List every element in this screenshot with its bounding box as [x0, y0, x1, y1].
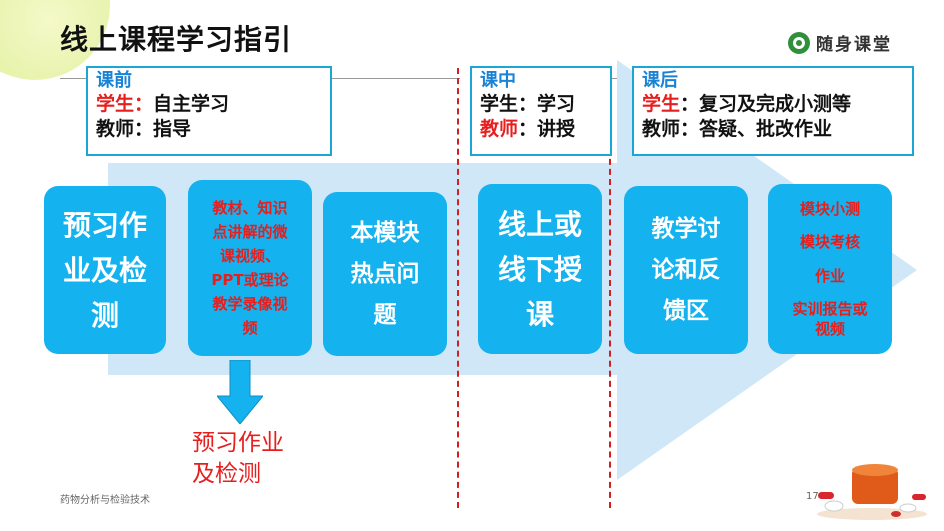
- student-text: 学习: [537, 93, 576, 115]
- assessment-item: 模块小测: [799, 199, 860, 218]
- box-hot-topics: 本模块 热点问 题: [323, 192, 447, 356]
- student-label: 学生：: [96, 93, 154, 115]
- teacher-label: 教师: [480, 118, 519, 140]
- teacher-label: 教师：: [642, 118, 700, 140]
- stage-student-line: 学生：学习: [480, 92, 602, 117]
- stage-after-class: 课后 学生：复习及完成小测等 教师：答疑、批改作业: [632, 66, 914, 156]
- teacher-label: 教师：: [96, 118, 154, 140]
- stage-title: 课前: [96, 70, 132, 91]
- slide-title: 线上课程学习指引: [60, 23, 293, 56]
- down-arrow-icon: [217, 360, 263, 424]
- divider-line-2: [609, 68, 611, 508]
- assessment-item: 作业: [814, 266, 845, 285]
- stage-teacher-line: 教师：答疑、批改作业: [642, 117, 904, 142]
- stage-teacher-line: 教师：指导: [96, 117, 322, 142]
- student-label: 学生: [642, 93, 681, 115]
- stage-teacher-line: 教师：讲授: [480, 117, 602, 142]
- footer-course-name: 药物分析与检验技术: [60, 495, 150, 506]
- student-text: 自主学习: [153, 93, 230, 115]
- assessment-item: 实训报告或 视频: [792, 300, 868, 339]
- stage-in-class: 课中 学生：学习 教师：讲授: [470, 66, 612, 156]
- stage-title: 课中: [480, 70, 516, 91]
- divider-line-1: [457, 68, 459, 508]
- logo-text: 随身课堂: [816, 35, 892, 55]
- stage-student-line: 学生：自主学习: [96, 92, 322, 117]
- assessment-item: 模块考核: [799, 233, 860, 252]
- teacher-text: 答疑、批改作业: [699, 118, 833, 140]
- logo: 随身课堂: [788, 30, 892, 55]
- logo-icon: [788, 31, 810, 54]
- box-lecture: 线上或 线下授 课: [478, 184, 602, 354]
- pills-illustration: [817, 464, 927, 520]
- box-assessment-list: 模块小测 模块考核 作业 实训报告或 视频: [768, 184, 892, 354]
- teacher-text: 指导: [153, 118, 192, 140]
- stage-before-class: 课前 学生：自主学习 教师：指导: [86, 66, 332, 156]
- stage-title: 课后: [642, 70, 678, 91]
- preview-note: 预习作业 及检测: [192, 430, 284, 487]
- teacher-text: ：讲授: [518, 118, 576, 140]
- box-discussion-area: 教学讨 论和反 馈区: [624, 186, 748, 354]
- stage-student-line: 学生：复习及完成小测等: [642, 92, 904, 117]
- student-text: ：复习及完成小测等: [680, 93, 852, 115]
- box-preview-homework: 预习作 业及检 测: [44, 186, 166, 354]
- page-number: 17: [806, 491, 819, 502]
- box-learning-materials: 教材、知识 点讲解的微 课视频、 PPT或理论 教学录像视 频: [188, 180, 312, 356]
- student-label: 学生：: [480, 93, 538, 115]
